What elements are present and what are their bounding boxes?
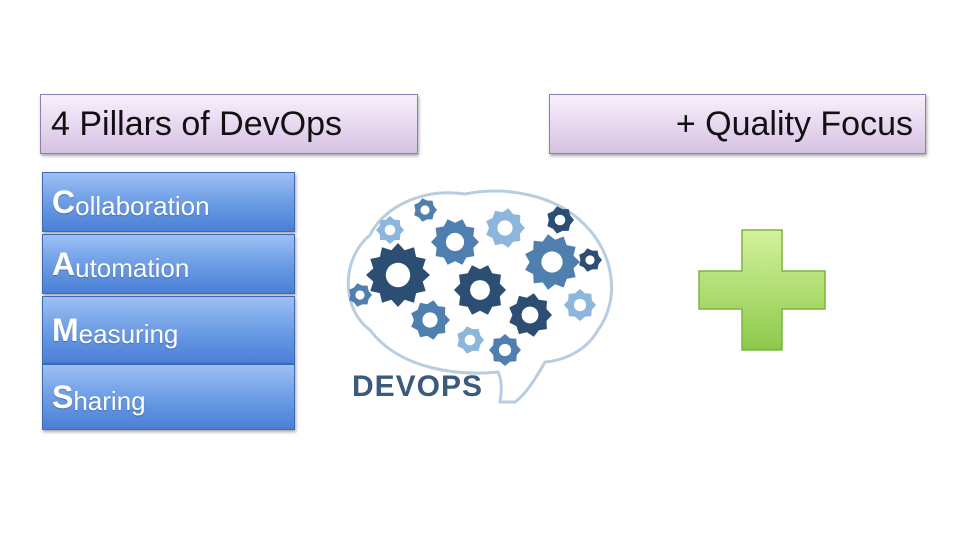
devops-logo-text: DEVOPS [352, 370, 483, 403]
gear-hole [521, 306, 539, 324]
pillar-rest: haring [73, 385, 146, 416]
pillar-initial: M [52, 311, 79, 348]
gear-hole [497, 220, 513, 236]
brain-outline [346, 189, 614, 404]
pillar-initial: S [52, 378, 74, 415]
pillar-rest: ollaboration [75, 190, 210, 221]
gear-hole [573, 298, 587, 312]
pillar-rest: easuring [78, 318, 179, 349]
gear-hole [498, 343, 512, 357]
gear-hole [585, 255, 595, 265]
gear-hole [541, 251, 563, 273]
pillar-rest: utomation [75, 252, 190, 283]
gear-hole [384, 224, 396, 236]
pillars-title-text: 4 Pillars of DevOps [51, 104, 342, 143]
gear-hole [470, 280, 490, 300]
gear-hole [420, 205, 430, 215]
pillar-initial: C [52, 183, 76, 220]
gear-hole [464, 334, 476, 346]
quality-focus-title-text: + Quality Focus [675, 104, 913, 143]
pillar-initial: A [52, 245, 76, 282]
gear-hole [445, 232, 465, 252]
pillars-title: 4 Pillars of DevOps [40, 94, 418, 154]
gear-hole [355, 290, 365, 300]
devops-brain-logo: DEVOPS [346, 189, 614, 404]
gear-hole [385, 262, 411, 288]
gear-hole [554, 214, 566, 226]
gear-hole [422, 312, 438, 328]
gears-group [349, 198, 602, 366]
plus-icon [698, 229, 826, 351]
quality-focus-title: + Quality Focus [549, 94, 926, 154]
